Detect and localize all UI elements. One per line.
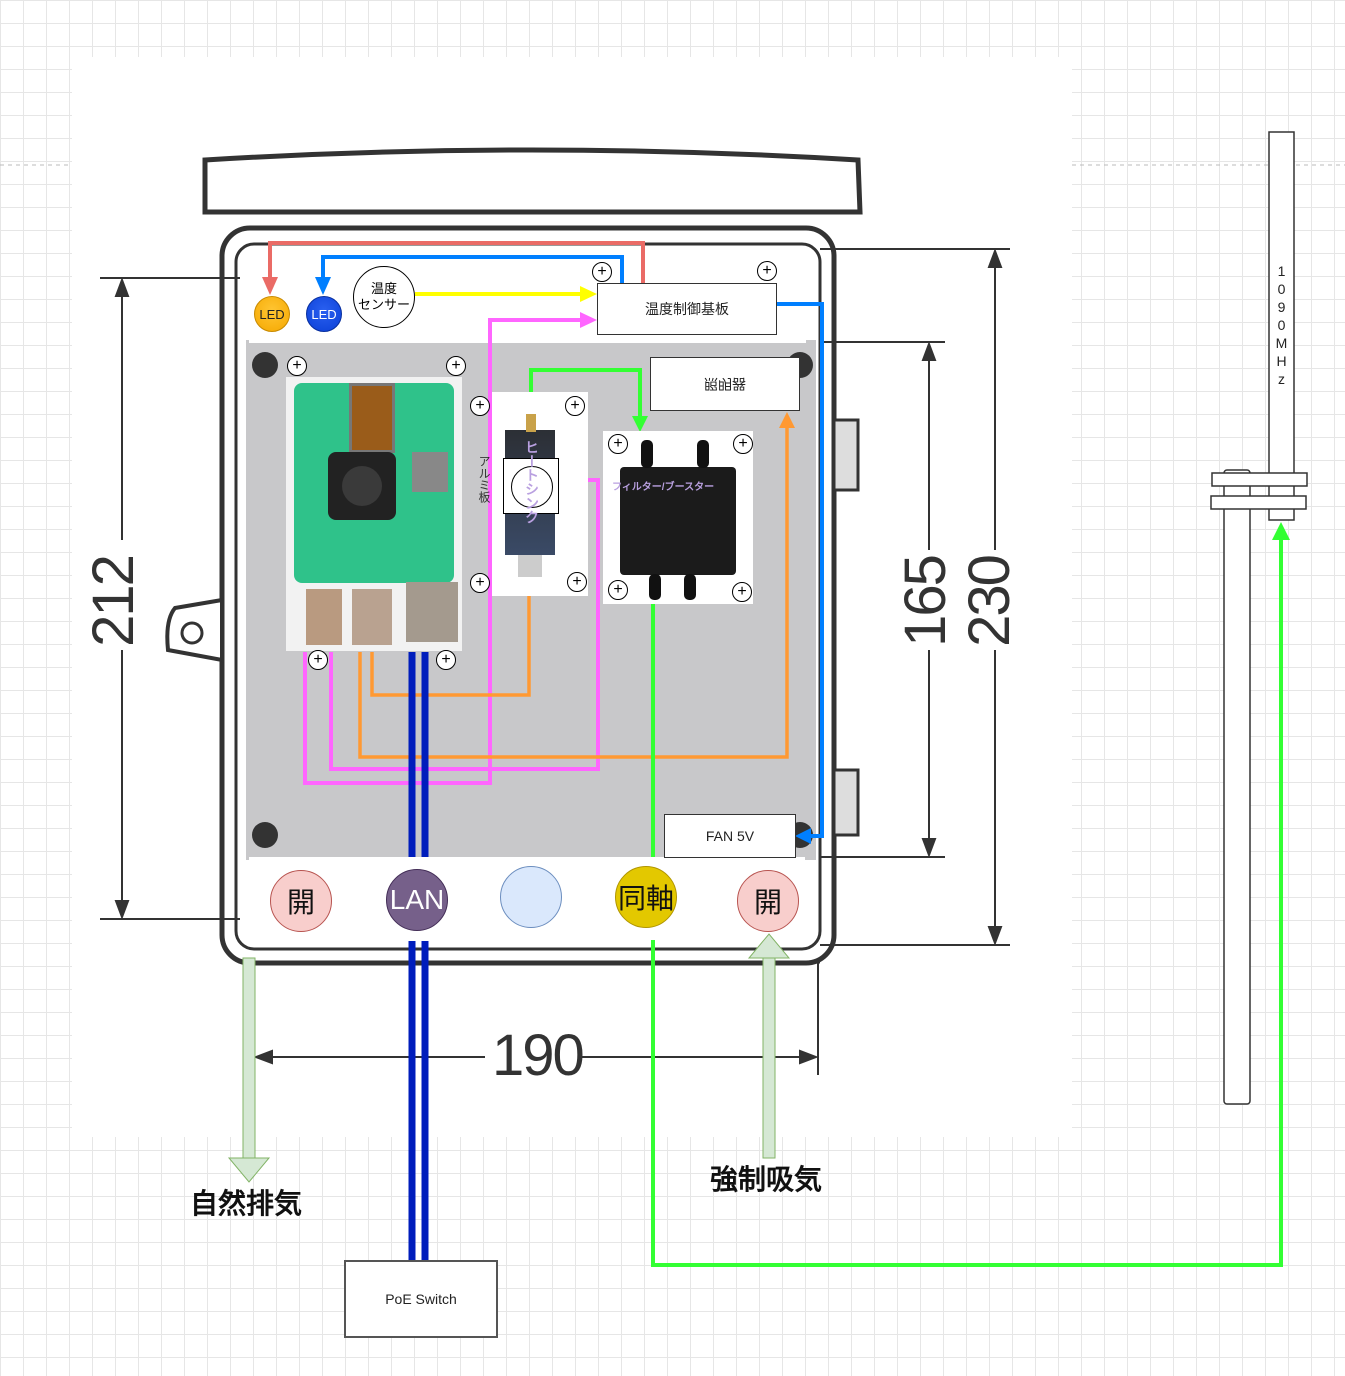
temp-sensor-label-1: 温度 bbox=[370, 281, 397, 296]
controller-board-label: 温度制御基板 bbox=[645, 301, 729, 317]
sma-connector bbox=[684, 574, 696, 600]
mount-plus-icon: + bbox=[608, 434, 628, 454]
wire-pink bbox=[303, 318, 585, 785]
port-vent-right: 開 bbox=[737, 870, 799, 932]
led-orange-label: LED bbox=[259, 306, 285, 322]
poe-switch: PoE Switch bbox=[344, 1260, 498, 1338]
wire-blue bbox=[321, 255, 624, 285]
screw bbox=[252, 352, 278, 378]
mount-plus-icon: + bbox=[470, 573, 490, 593]
antenna-char: M bbox=[1275, 335, 1288, 351]
temperature-sensor: 温度 センサー bbox=[353, 266, 415, 328]
port-coax: 同軸 bbox=[615, 866, 677, 928]
arrowhead-orange-2 bbox=[779, 412, 795, 428]
pi-ethernet-port bbox=[406, 582, 458, 642]
antenna-char: 1 bbox=[1277, 263, 1286, 279]
arrowhead-blue bbox=[315, 277, 331, 295]
mount-plus-icon: + bbox=[567, 572, 587, 592]
pi-usb3-port bbox=[352, 589, 392, 645]
antenna-char: H bbox=[1276, 353, 1287, 369]
port-blank bbox=[500, 866, 562, 928]
temperature-controller-board: 温度制御基板 bbox=[597, 283, 777, 335]
port-lan-label: LAN bbox=[389, 884, 445, 915]
pi-transformer bbox=[349, 383, 395, 453]
sma-connector bbox=[697, 440, 709, 468]
port-vent-left: 開 bbox=[270, 870, 332, 932]
mount-plus-icon: + bbox=[565, 396, 585, 416]
filter-booster-label: フィルター/ブースター bbox=[612, 482, 715, 493]
sma-connector bbox=[649, 574, 661, 600]
sdr-antenna-connector bbox=[526, 414, 536, 432]
dimension-190-label: 190 bbox=[492, 1023, 585, 1088]
heatsink-label: ヒートシンク bbox=[524, 440, 540, 524]
wire-orange bbox=[370, 590, 531, 697]
arrowhead-red bbox=[262, 277, 278, 295]
pi-inductor bbox=[412, 452, 448, 492]
led-orange: LED bbox=[254, 296, 290, 332]
enclosure-lid bbox=[202, 147, 863, 215]
antenna-char: 0 bbox=[1277, 317, 1286, 333]
dimension-212-label: 212 bbox=[80, 556, 146, 647]
port-coax-label: 同軸 bbox=[617, 883, 674, 914]
dimension-212 bbox=[100, 277, 240, 920]
poe-switch-label: PoE Switch bbox=[385, 1291, 457, 1307]
mount-plus-icon: + bbox=[732, 582, 752, 602]
arrowhead-blue-fan bbox=[795, 828, 811, 844]
raspberry-pi bbox=[286, 377, 462, 651]
hinge bbox=[165, 597, 224, 663]
mount-plus-icon: + bbox=[733, 434, 753, 454]
sma-connector bbox=[641, 440, 653, 468]
fan-label: FAN 5V bbox=[705, 828, 755, 844]
hinge-hole bbox=[180, 621, 204, 645]
arrowhead-green-coax bbox=[1272, 522, 1290, 540]
arrowhead-yellow bbox=[580, 286, 597, 302]
sdr-usb-plug bbox=[518, 555, 542, 577]
dimension-165-label: 165 bbox=[892, 556, 958, 647]
antenna bbox=[1210, 131, 1308, 1105]
pi-usb-port bbox=[306, 589, 342, 645]
mount-plus-icon: + bbox=[308, 650, 328, 670]
port-vent-left-label: 開 bbox=[286, 887, 315, 918]
wire-blue-fan bbox=[776, 302, 824, 838]
dimension-230 bbox=[820, 248, 1010, 946]
mount-plus-icon: + bbox=[592, 262, 612, 282]
mount-plus-icon: + bbox=[436, 650, 456, 670]
heatsink-box bbox=[503, 458, 559, 514]
wire-pink-2 bbox=[329, 478, 600, 771]
intake-label: 強制吸気 bbox=[710, 1164, 823, 1195]
filter-booster-device bbox=[620, 467, 736, 575]
arrowhead-pink bbox=[580, 312, 597, 328]
port-lan: LAN bbox=[386, 869, 448, 931]
upside-down-label: 照明器 bbox=[704, 376, 746, 392]
antenna-char: 9 bbox=[1277, 299, 1286, 315]
wire-orange-2 bbox=[358, 424, 789, 759]
fan-5v: FAN 5V bbox=[664, 814, 796, 858]
dimension-230-label: 230 bbox=[956, 556, 1022, 647]
mount-plus-icon: + bbox=[608, 580, 628, 600]
intake-arrow bbox=[747, 933, 791, 1159]
pi-fan-icon bbox=[328, 452, 396, 520]
led-blue: LED bbox=[306, 296, 342, 332]
exhaust-label: 自然排気 bbox=[190, 1188, 303, 1219]
antenna-char: z bbox=[1278, 371, 1285, 387]
arrowhead-green-internal bbox=[632, 416, 648, 432]
port-vent-right-label: 開 bbox=[753, 887, 782, 918]
mount-plus-icon: + bbox=[446, 356, 466, 376]
exhaust-arrow bbox=[227, 957, 271, 1183]
temp-sensor-label-2: センサー bbox=[357, 297, 410, 312]
mount-plus-icon: + bbox=[470, 396, 490, 416]
latch bbox=[832, 418, 860, 492]
latch bbox=[832, 768, 860, 837]
wire-red bbox=[268, 241, 645, 285]
dimension-165 bbox=[820, 341, 945, 858]
antenna-char: 0 bbox=[1277, 281, 1286, 297]
upside-down-label-box: 照明器 bbox=[650, 357, 800, 411]
aluminum-plate-label: アルミ板 bbox=[477, 455, 491, 503]
antenna-label: 1 0 9 0 M H z bbox=[1269, 262, 1294, 388]
mount-plus-icon: + bbox=[757, 261, 777, 281]
mount-plus-icon: + bbox=[287, 356, 307, 376]
screw bbox=[252, 822, 278, 848]
led-blue-label: LED bbox=[311, 306, 337, 322]
